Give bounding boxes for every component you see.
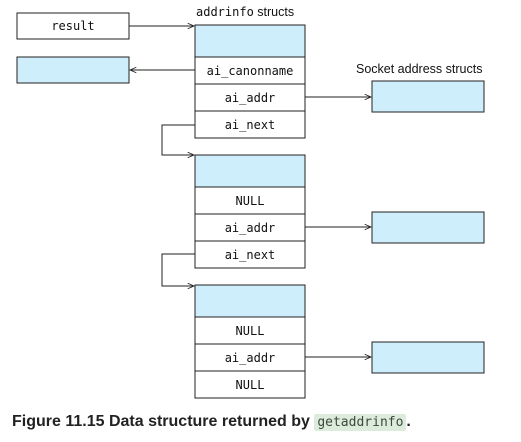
socket-address-structs-label: Socket address structs	[356, 62, 482, 76]
result-box	[16, 12, 130, 40]
struct-2-field-cell	[194, 240, 306, 269]
caption-prefix: Figure 11.15 Data structure returned by	[12, 413, 315, 430]
next-pointer-arrow-2	[161, 253, 195, 286]
struct-1-field-addr: ai_addr	[225, 91, 276, 105]
canonname-string-box	[16, 56, 130, 84]
figure-caption: Figure 11.15 Data structure returned by …	[12, 413, 411, 431]
struct-3-field-canonname: NULL	[236, 324, 265, 338]
struct-3-field-addr: ai_addr	[225, 351, 276, 365]
struct-1-field-cell	[194, 110, 306, 139]
addrinfo-diagram: result addrinfo structs Socket address s…	[16, 5, 485, 399]
struct-2-field-next: ai_next	[225, 248, 276, 262]
struct-1-header-cell	[194, 24, 306, 58]
struct-1-field-canonname: ai_canonname	[207, 64, 294, 78]
socket-address-box-2	[371, 211, 485, 244]
caption-suffix: .	[406, 413, 411, 430]
struct-3-field-cell	[194, 316, 306, 345]
struct-2-field-addr: ai_addr	[225, 221, 276, 235]
next-pointer-arrow-1	[161, 124, 195, 155]
struct-3-field-cell	[194, 370, 306, 399]
struct-3-field-next: NULL	[236, 378, 265, 392]
socket-address-box-1	[371, 80, 485, 113]
caption-code: getaddrinfo	[314, 414, 407, 431]
addrinfo-structs-label: addrinfo structs	[196, 5, 294, 19]
struct-2-field-canonname: NULL	[236, 194, 265, 208]
struct-2-header-cell	[194, 154, 306, 188]
result-label: result	[51, 19, 94, 33]
socket-address-box-3	[371, 341, 485, 374]
struct-3-header-cell	[194, 284, 306, 318]
addrinfo-struct-3: NULL ai_addr NULL	[194, 284, 306, 399]
addrinfo-struct-2: NULL ai_addr ai_next	[194, 154, 306, 269]
struct-1-field-cell	[194, 56, 306, 85]
struct-2-field-cell	[194, 213, 306, 242]
addrinfo-struct-1: ai_canonname ai_addr ai_next	[194, 24, 306, 139]
struct-1-field-next: ai_next	[225, 118, 276, 132]
